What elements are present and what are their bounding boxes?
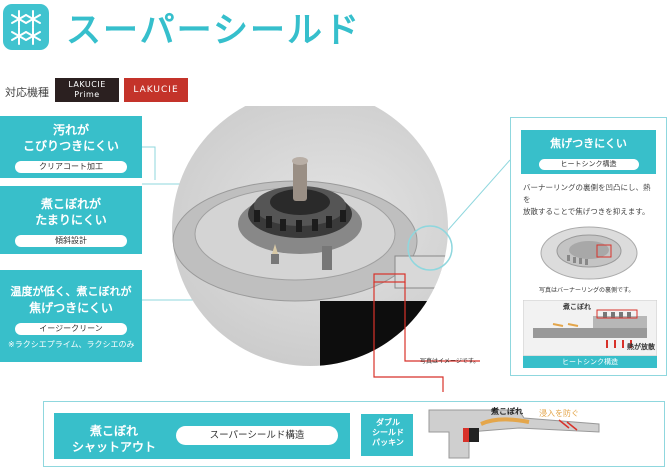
feature-box-temperature: 温度が低く、煮こぼれが 焦げつきにくい イージークリーン ※ラクシエプライム、ラ…: [0, 270, 142, 362]
panel-description: バーナーリングの裏側を凹凸にし、熱を 放散することで焦げつきを抑えます。: [523, 182, 654, 218]
snowflake-stars-icon: [3, 4, 49, 50]
block-label: 浸入を防ぐ: [539, 409, 579, 418]
model-badge-prime-sub: Prime: [74, 90, 100, 99]
seal-line1: ダブル: [376, 418, 400, 427]
seal-line3: パッキン: [372, 438, 404, 447]
model-badge-prime-name: LAKUCIE: [68, 80, 106, 89]
feature-note: ※ラクシエプライム、ラクシエのみ: [8, 340, 135, 349]
banner-line2: シャットアウト: [72, 440, 157, 454]
burner-ring-underside-image: [539, 217, 639, 287]
compat-label: 対応機種: [5, 86, 49, 99]
panel-title: 焦げつきにくい: [550, 137, 627, 150]
feature-box-dirt: 汚れが こびりつきにくい クリアコート加工: [0, 116, 142, 178]
page-title: スーパーシールド: [66, 11, 361, 51]
feature-title-line1: 煮こぼれが: [40, 197, 101, 211]
heat-sink-panel: 焦げつきにくい ヒートシンク構造 バーナーリングの裏側を凹凸にし、熱を 放散する…: [510, 117, 667, 376]
seal-line2: シールド: [372, 428, 404, 437]
diagram-label-spill: 煮こぼれ: [563, 303, 591, 311]
panel-tag: ヒートシンク構造: [538, 159, 639, 170]
feature-tag: クリアコート加工: [15, 161, 127, 173]
feature-title-line2: こびりつきにくい: [23, 139, 119, 153]
feature-title-line1: 汚れが: [52, 123, 89, 137]
panel-figure-caption: 写真はバーナーリングの裏側です。: [539, 287, 635, 294]
panel-desc-line1: バーナーリングの裏側を凹凸にし、熱を: [523, 183, 651, 204]
banner-line1: 煮こぼれ: [90, 424, 139, 438]
feature-tag: イージークリーン: [15, 323, 127, 335]
structure-banner: 煮こぼれ シャットアウト スーパーシールド構造: [54, 413, 350, 459]
spill-label: 煮こぼれ: [491, 407, 523, 416]
model-badge-prime: LAKUCIE Prime: [55, 78, 119, 102]
super-shield-structure-box: 煮こぼれ シャットアウト スーパーシールド構造 ダブル シールド パッキン 煮こ…: [43, 401, 665, 467]
seal-label: ダブル シールド パッキン: [365, 418, 411, 448]
seal-cross-section-diagram: ダブル シールド パッキン 煮こぼれ 浸入を防ぐ: [359, 402, 659, 469]
model-badge-standard: LAKUCIE: [124, 78, 188, 102]
diagram-label-heat: 熱が放散: [627, 343, 655, 351]
feature-title-line2: 焦げつきにくい: [29, 301, 113, 315]
panel-header: 焦げつきにくい ヒートシンク構造: [521, 130, 656, 174]
diagram-label-heat-sink: ヒートシンク構造: [562, 358, 618, 366]
burner-photo: [150, 106, 510, 392]
feature-title-line2: たまりにくい: [35, 213, 107, 227]
photo-caption: 写真はイメージです。: [420, 358, 480, 365]
feature-tag: 傾斜設計: [15, 235, 127, 247]
heat-sink-diagram: 煮こぼれ 熱が放散 ヒートシンク構造: [522, 299, 658, 372]
panel-desc-line2: 放散することで焦げつきを抑えます。: [523, 207, 650, 216]
structure-tag: スーパーシールド構造: [176, 426, 338, 445]
feature-title-line1: 温度が低く、煮こぼれが: [10, 285, 132, 298]
structure-banner-title: 煮こぼれ シャットアウト: [72, 423, 156, 455]
feature-box-spill: 煮こぼれが たまりにくい 傾斜設計: [0, 186, 142, 254]
